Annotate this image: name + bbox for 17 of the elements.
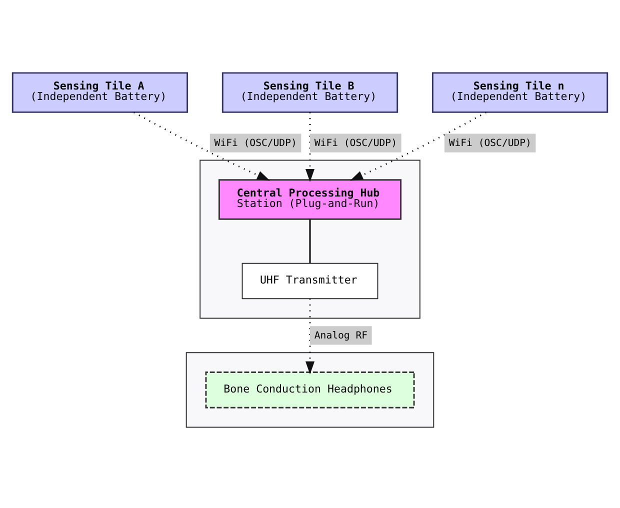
arrow <box>305 112 315 182</box>
edge-label: Analog RF <box>314 330 368 342</box>
edge-label: WiFi (OSC/UDP) <box>448 138 532 150</box>
arrow <box>133 112 270 181</box>
node-box: Bone Conduction Headphones <box>205 372 415 408</box>
node-box: UHF Transmitter <box>242 262 378 300</box>
node-box: Sensing Tile A (Independent Battery) <box>12 72 188 113</box>
arrow <box>350 112 487 181</box>
edge-label: WiFi (OSC/UDP) <box>214 138 297 150</box>
node-box: Sensing Tile B (Independent Battery) <box>222 72 398 113</box>
edge-label: WiFi (OSC/UDP) <box>314 138 397 150</box>
node-box: Central Processing Hub Station (Plug-and-Run) <box>218 179 402 220</box>
arrow <box>305 298 315 374</box>
node-box: Sensing Tile n (Independent Battery) <box>432 72 608 113</box>
cluster <box>186 352 434 428</box>
connector <box>309 219 311 264</box>
cluster <box>200 160 420 319</box>
